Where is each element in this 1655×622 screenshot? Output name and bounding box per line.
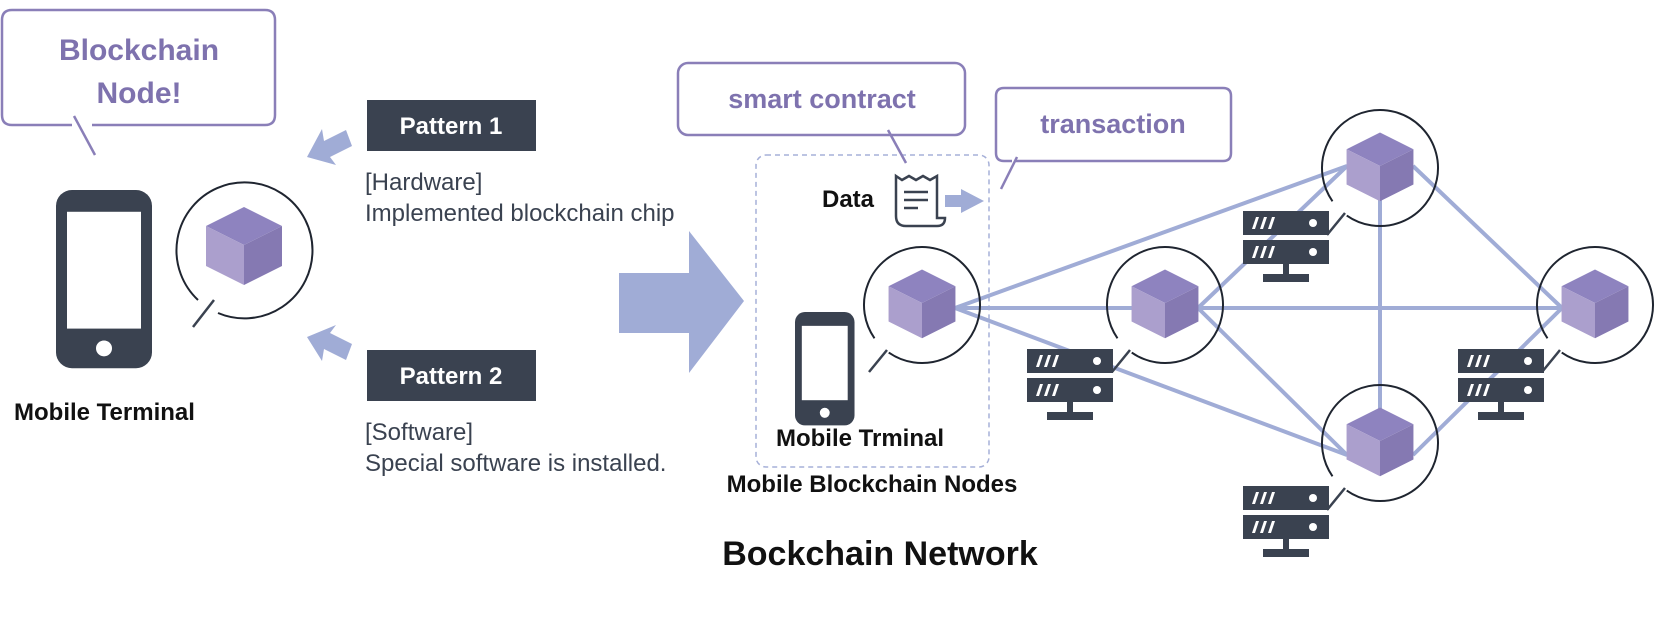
cube-icon <box>206 207 282 285</box>
server-rack-icon <box>1458 349 1544 420</box>
bubble-line1: Blockchain <box>59 34 219 67</box>
node-magnifier-handle <box>1326 212 1346 236</box>
network-title: Bockchain Network <box>722 535 1038 573</box>
pattern1-badge <box>367 100 536 151</box>
node-magnifier-ring <box>863 246 981 364</box>
pattern2-description: Special software is installed. <box>365 450 666 477</box>
network-node-mobile <box>863 246 981 373</box>
network-link-left-top <box>1196 164 1349 310</box>
transaction-label: transaction <box>1040 109 1186 139</box>
node-magnifier-ring <box>1106 246 1224 364</box>
node-magnifier-handle <box>1326 487 1346 511</box>
network-links <box>954 164 1564 457</box>
server-rack-icon <box>1243 211 1329 282</box>
pattern1-type: [Hardware] <box>365 169 482 196</box>
mobile-terminal-label: Mobile Terminal <box>14 399 195 426</box>
transaction-bubble: transaction <box>994 86 1233 190</box>
pattern2-type: [Software] <box>365 419 473 446</box>
cube-icon <box>1131 269 1199 339</box>
node-magnifier-handle <box>868 349 888 373</box>
network-node-right <box>1536 246 1654 373</box>
mobile-nodes-dashed-box <box>755 154 990 468</box>
network-nodes <box>863 109 1654 511</box>
server-rack-icon <box>1027 349 1113 420</box>
blockchain-node-speech-bubble: Blockchain Node! <box>0 8 277 156</box>
smart-contract-label: smart contract <box>728 84 916 114</box>
network-node-top <box>1321 109 1439 236</box>
mobile-trminal-label: Mobile Trminal <box>776 425 944 452</box>
node-magnifier-ring <box>1321 384 1439 502</box>
pattern1-arrow-icon <box>307 129 352 165</box>
data-flow-arrow-icon <box>945 189 984 213</box>
cube-icon <box>1561 269 1629 339</box>
network-node-bottom <box>1321 384 1439 511</box>
pattern1-block: Pattern 1 [Hardware] Implemented blockch… <box>365 100 675 227</box>
node-magnifier-ring <box>1321 109 1439 227</box>
smart-contract-bubble: smart contract <box>676 61 967 164</box>
network-link-mobile-bottom <box>954 306 1348 457</box>
bubble-line2: Node! <box>97 77 182 110</box>
network-link-left-bottom <box>1196 306 1349 457</box>
pattern2-arrow-icon <box>307 325 352 361</box>
pattern2-block: Pattern 2 [Software] Special software is… <box>365 350 666 477</box>
cube-icon <box>1346 407 1414 477</box>
pattern2-badge <box>367 350 536 401</box>
node-magnifier-ring <box>1536 246 1654 364</box>
pattern1-description: Implemented blockchain chip <box>365 200 675 227</box>
arrow-right-icon <box>619 231 744 373</box>
receipt-document-icon <box>894 173 947 228</box>
mobile-blockchain-nodes-label: Mobile Blockchain Nodes <box>727 471 1018 498</box>
smartphone-icon <box>795 312 855 426</box>
node-magnifier-handle <box>1541 349 1561 373</box>
server-rack-icon <box>1243 486 1329 557</box>
pattern1-badge-label: Pattern 1 <box>400 113 503 140</box>
node-magnifier <box>175 181 314 328</box>
smartphone-icon <box>56 190 152 369</box>
network-node-left <box>1106 246 1224 373</box>
pattern2-badge-label: Pattern 2 <box>400 363 503 390</box>
cube-icon <box>1346 132 1414 202</box>
cube-icon <box>888 269 956 339</box>
data-label: Data <box>822 186 875 213</box>
network-link-mobile-top <box>954 164 1348 310</box>
node-magnifier-handle <box>1111 349 1131 373</box>
network-link-top-right <box>1411 164 1564 310</box>
